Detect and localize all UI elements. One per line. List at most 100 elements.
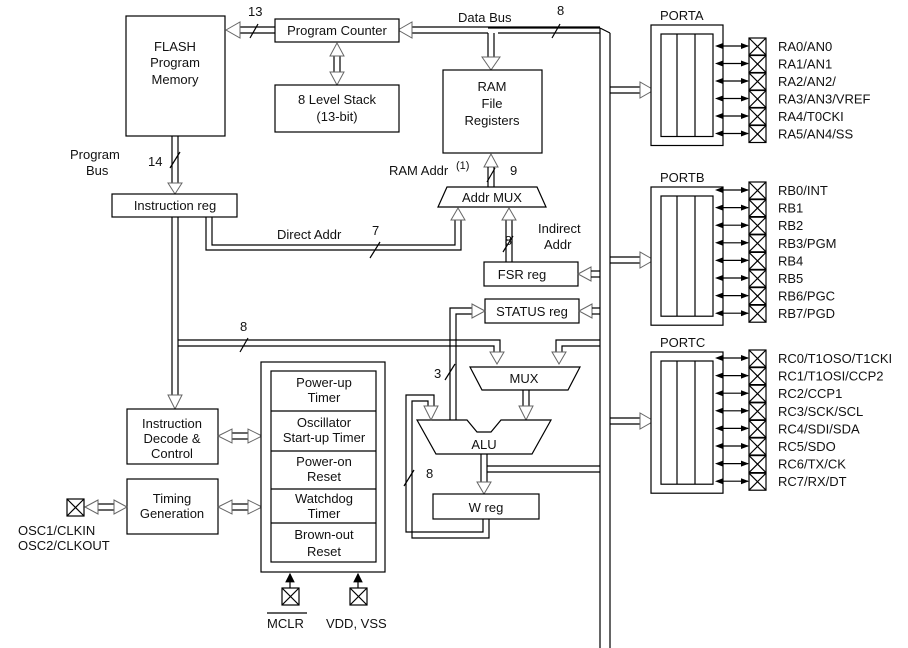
pin-label: RB6/PGC	[778, 289, 835, 304]
control-timer-links	[83, 428, 264, 515]
svg-text:Instruction reg: Instruction reg	[134, 198, 216, 213]
svg-text:(1): (1)	[456, 160, 469, 172]
svg-text:Addr: Addr	[544, 237, 572, 252]
svg-text:9: 9	[510, 163, 517, 178]
fsr-reg: FSR reg	[483, 261, 600, 287]
indirect-addr-bus: Indirect Addr 8	[501, 207, 581, 262]
port-pin: RC2/CCP1	[715, 384, 842, 403]
alu-output	[476, 454, 600, 495]
data-to-mux	[551, 339, 600, 365]
pin-label: RA5/AN4/SS	[778, 127, 853, 142]
svg-text:Watchdog: Watchdog	[295, 491, 353, 506]
svg-text:8: 8	[505, 233, 512, 248]
w-feedback-bus: 8	[403, 394, 490, 539]
pin-label: RA4/T0CKI	[778, 109, 844, 124]
alu-status-bus: 3	[434, 303, 487, 420]
port-pin: RA3/AN3/VREF	[715, 89, 871, 109]
pin-label: RB1	[778, 201, 803, 216]
svg-text:Control: Control	[151, 446, 193, 461]
svg-text:Reset: Reset	[307, 544, 341, 559]
svg-text:(13-bit): (13-bit)	[316, 109, 357, 124]
timing-generation: Timing Generation	[126, 478, 219, 535]
ports: PORTARA0/AN0RA1/AN1RA2/AN2/RA3/AN3/VREFR…	[650, 8, 892, 494]
svg-text:OSC1/CLKIN: OSC1/CLKIN	[18, 523, 95, 538]
port-connectors	[610, 81, 656, 430]
svg-text:Reset: Reset	[307, 469, 341, 484]
port-pin: RB3/PGM	[715, 234, 837, 253]
svg-text:Start-up Timer: Start-up Timer	[283, 430, 366, 445]
pc-stack-link	[329, 41, 345, 87]
svg-text:Program: Program	[70, 147, 120, 162]
svg-text:VDD, VSS: VDD, VSS	[326, 616, 387, 631]
pc-to-flash-bus: 13	[224, 4, 275, 39]
port-pin: RB0/INT	[715, 181, 828, 200]
port-name: PORTB	[660, 170, 705, 185]
port-name: PORTC	[660, 335, 705, 350]
instruction-decode-control: Instruction Decode & Control	[126, 408, 219, 465]
svg-text:FLASH: FLASH	[154, 39, 196, 54]
svg-text:Direct Addr: Direct Addr	[277, 227, 342, 242]
bus-slash	[551, 23, 561, 39]
pin-label: RC2/CCP1	[778, 386, 842, 401]
pin-label: RC4/SDI/SDA	[778, 421, 860, 436]
svg-text:MCLR: MCLR	[267, 616, 304, 631]
svg-text:Timer: Timer	[308, 506, 341, 521]
port-pin: RC4/SDI/SDA	[715, 419, 860, 438]
svg-text:STATUS reg: STATUS reg	[496, 304, 568, 319]
svg-text:Timing: Timing	[153, 491, 192, 506]
svg-text:Program: Program	[150, 55, 200, 70]
data-bus-label: Data Bus	[458, 10, 512, 25]
port-pin: RA4/T0CKI	[715, 107, 844, 126]
port-pin: RB2	[715, 216, 803, 235]
port-pin: RB4	[715, 251, 803, 270]
port-pin: RA2/AN2/	[715, 72, 836, 91]
svg-text:MUX: MUX	[510, 371, 539, 386]
flash-program-memory: FLASH Program Memory	[125, 15, 226, 137]
pin-label: RA2/AN2/	[778, 74, 836, 89]
svg-text:ALU: ALU	[471, 437, 496, 452]
port-porta: PORTARA0/AN0RA1/AN1RA2/AN2/RA3/AN3/VREFR…	[650, 8, 871, 147]
pin-label: RC3/SCK/SCL	[778, 404, 863, 419]
program-bus: Program Bus 14	[70, 136, 183, 195]
svg-text:Instruction: Instruction	[142, 416, 202, 431]
svg-text:Power-up: Power-up	[296, 375, 352, 390]
port-pin: RC7/RX/DT	[715, 472, 847, 491]
ram-file-registers: RAM File Registers	[442, 69, 543, 154]
svg-text:File: File	[482, 96, 503, 111]
port-pin: RB7/PGD	[715, 304, 835, 323]
port-pin: RB5	[715, 269, 803, 288]
pin-label: RB5	[778, 271, 803, 286]
pin-label: RC5/SDO	[778, 439, 836, 454]
svg-text:Power-on: Power-on	[296, 454, 352, 469]
stack: 8 Level Stack (13-bit)	[274, 84, 400, 133]
mux-to-alu	[518, 390, 534, 422]
port-pin: RC5/SDO	[715, 437, 836, 456]
svg-text:OSC2/CLKOUT: OSC2/CLKOUT	[18, 538, 110, 553]
pin-label: RB4	[778, 253, 803, 268]
data-bus-width: 8	[557, 3, 564, 18]
svg-text:Registers: Registers	[465, 113, 520, 128]
port-pin: RB1	[715, 199, 803, 218]
svg-text:8: 8	[240, 319, 247, 334]
svg-text:RAM Addr: RAM Addr	[389, 163, 449, 178]
port-pin: RA5/AN4/SS	[715, 124, 853, 144]
svg-text:Generation: Generation	[140, 506, 204, 521]
port-pin: RC0/T1OSO/T1CKI	[715, 349, 892, 368]
data-bus: Data Bus 8	[396, 3, 611, 648]
port-portb: PORTB RB0/INTRB1RB2RB3/PGMRB4RB5RB6/PGCRB…	[650, 170, 837, 326]
direct-addr-bus: Direct Addr 7	[205, 207, 466, 259]
svg-text:FSR reg: FSR reg	[498, 267, 546, 282]
port-name: PORTA	[660, 8, 704, 23]
ram-addr-bus: RAM Addr (1) 9	[389, 152, 517, 187]
svg-text:3: 3	[434, 366, 441, 381]
svg-text:Memory: Memory	[152, 72, 199, 87]
svg-text:Oscillator: Oscillator	[297, 415, 352, 430]
mclr-pin: MCLR	[267, 572, 307, 631]
program-counter: Program Counter	[274, 18, 400, 43]
pin-label: RA1/AN1	[778, 57, 832, 72]
literal-bus: 8	[167, 217, 505, 411]
svg-text:7: 7	[372, 223, 379, 238]
osc-pin: OSC1/CLKIN OSC2/CLKOUT	[18, 498, 110, 553]
mux: MUX	[469, 366, 581, 391]
pin-label: RC0/T1OSO/T1CKI	[778, 351, 892, 366]
